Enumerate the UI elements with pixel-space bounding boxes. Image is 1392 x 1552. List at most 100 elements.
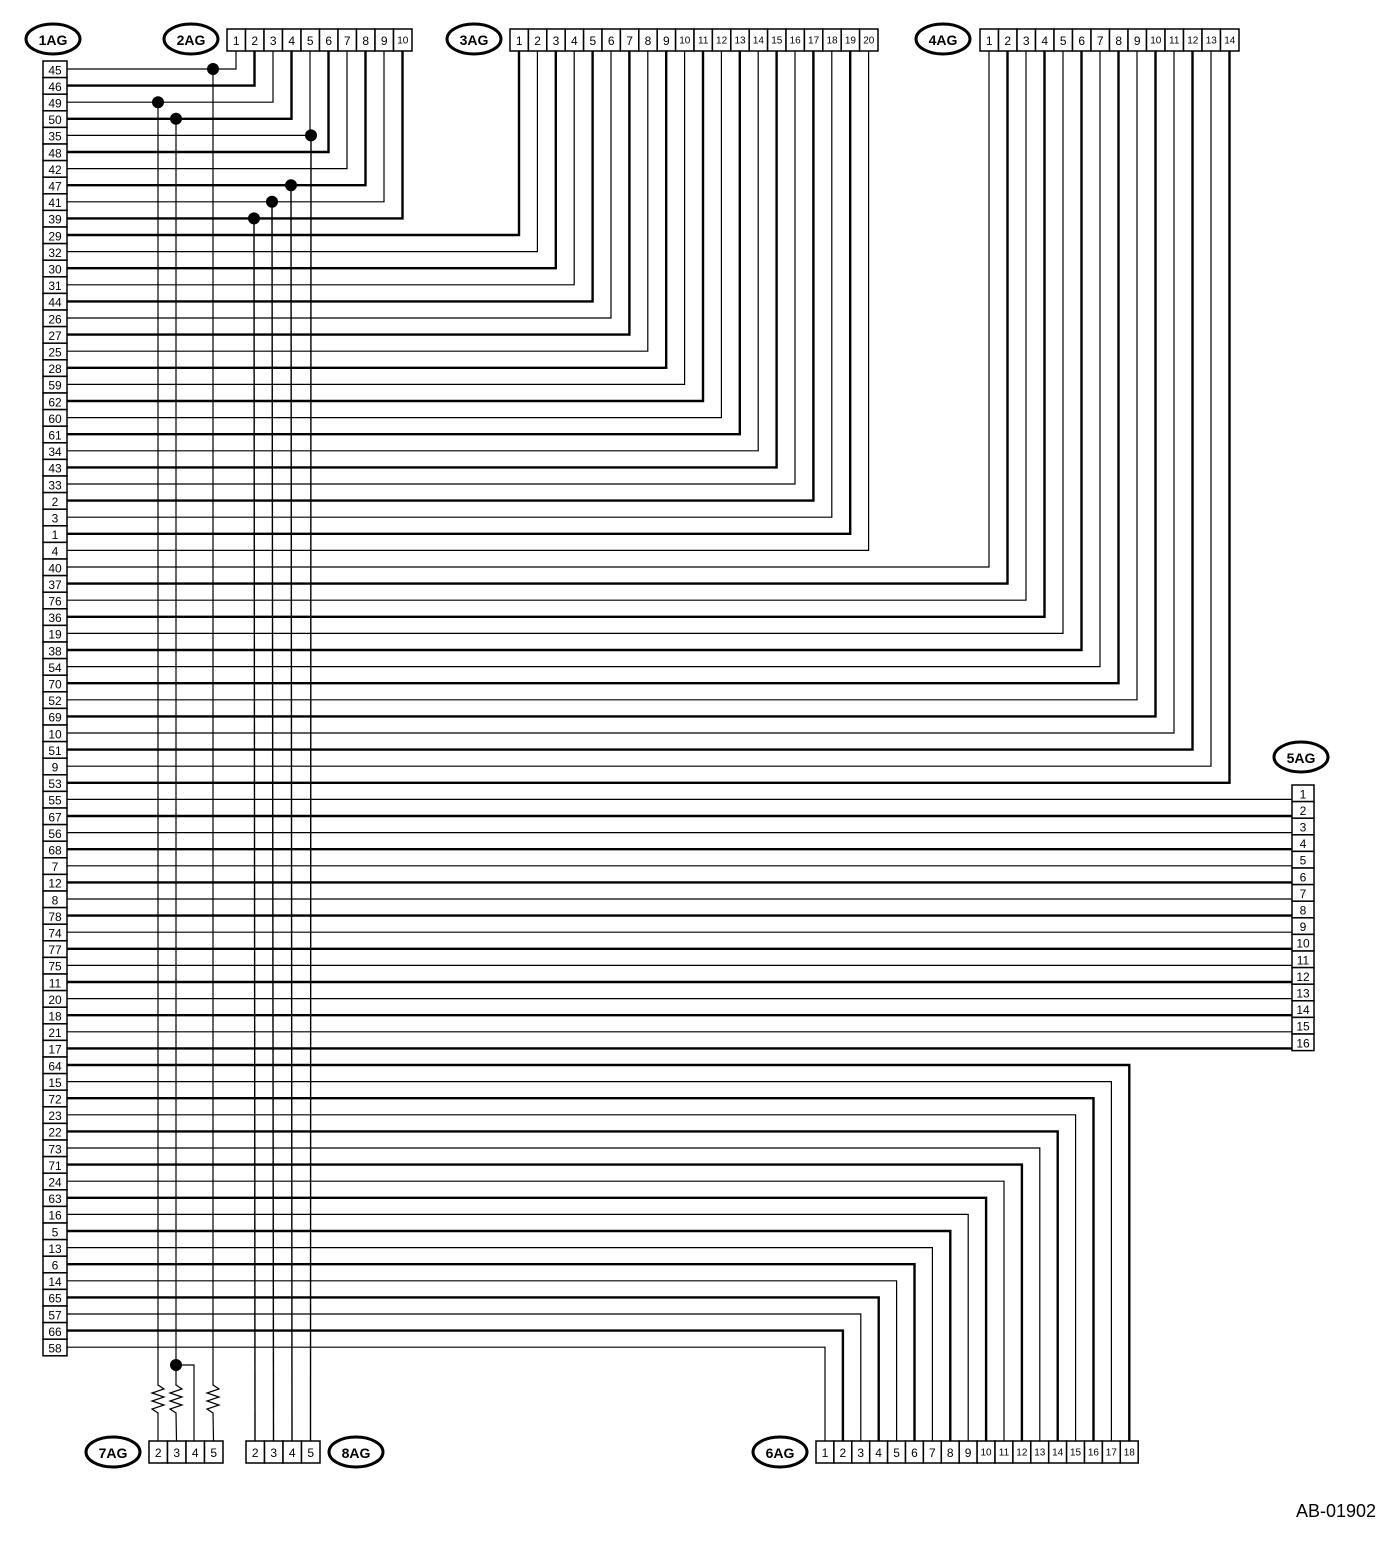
connector-7ag-pin-label: 4 [192, 1446, 199, 1460]
splice-dot [285, 179, 297, 192]
connector-1ag-pin-label: 4 [52, 545, 59, 559]
splice-dot [305, 129, 317, 142]
connector-2ag-pin-label: 4 [288, 34, 295, 48]
connector-3ag-pin-label: 13 [734, 36, 746, 47]
connector-3ag-pin-label: 17 [808, 36, 820, 47]
connector-1ag-pin-label: 78 [48, 910, 62, 924]
connector-1ag-pin-label: 37 [48, 578, 62, 592]
connector-1ag-pin-label: 58 [48, 1342, 62, 1356]
connector-6ag-pin-label: 4 [875, 1446, 882, 1460]
connector-6ag-pin-label: 6 [911, 1446, 918, 1460]
connector-3ag-pin-label: 9 [663, 34, 670, 48]
wire-1ag-3ag [67, 51, 575, 286]
wire-1ag-2ag [67, 51, 367, 187]
wire-1ag-6ag [67, 1313, 862, 1441]
connector-1ag-pin-label: 42 [48, 163, 62, 177]
connector-4ag-pin-label: 12 [1187, 36, 1199, 47]
connector-2ag-pin-label: 2 [251, 34, 258, 48]
connector-1ag-pin-label: 28 [48, 362, 62, 376]
wire-1ag-6ag [67, 1063, 1131, 1441]
wire-1ag-6ag [67, 1329, 845, 1441]
connector-1ag-pin-label: 17 [48, 1043, 62, 1057]
connector-4ag-pin-label: 11 [1169, 36, 1180, 47]
connector-5ag-pin-label: 4 [1300, 837, 1307, 851]
connector-7ag-pin-label: 3 [173, 1446, 180, 1460]
wire-1ag-3ag [67, 51, 815, 502]
wire-1ag-3ag [67, 51, 631, 336]
connector-1ag-pin-label: 44 [48, 296, 62, 310]
connector-5ag-pin-label: 13 [1296, 987, 1310, 1001]
connector-1ag-pin-label: 66 [48, 1325, 62, 1339]
connector-1ag-pin-label: 77 [48, 943, 62, 957]
wire-splice-drop [212, 1412, 215, 1442]
wire-1ag-3ag [67, 51, 833, 518]
connector-1ag-label: 1AG [39, 32, 68, 48]
connector-1ag-pin-label: 24 [48, 1176, 62, 1190]
connector-8ag-pin-label: 5 [307, 1446, 314, 1460]
connector-1ag-pin-label: 64 [48, 1059, 62, 1073]
connector-1ag-pin-label: 6 [52, 1259, 59, 1273]
connector-1ag-pin-label: 25 [48, 346, 62, 360]
connector-1ag-pin-label: 35 [48, 130, 62, 144]
connector-1ag-pin-label: 61 [48, 429, 62, 443]
connector-1ag-pin-label: 62 [48, 395, 62, 409]
connector-8ag-pin-label: 2 [252, 1446, 259, 1460]
wire-1ag-6ag [67, 1096, 1095, 1441]
connector-4ag-label: 4AG [929, 32, 958, 48]
connector-1ag-pin-label: 67 [48, 810, 62, 824]
connector-3ag-pin-label: 4 [571, 34, 578, 48]
connector-1ag-pin-label: 32 [48, 246, 62, 260]
connector-2ag-pin-label: 1 [233, 34, 240, 48]
connector-3ag-pin-label: 2 [534, 34, 541, 48]
connector-1ag-pin-label: 36 [48, 611, 62, 625]
connector-1ag-pin-label: 65 [48, 1292, 62, 1306]
connector-5ag-pin-label: 11 [1297, 953, 1310, 967]
connector-1ag-pin-label: 30 [48, 263, 62, 277]
connector-4ag-oval [914, 22, 972, 56]
splice-dot [248, 212, 260, 225]
connector-1ag-pin-label: 19 [48, 628, 62, 642]
wire-1ag-2ag [67, 51, 385, 203]
connector-5ag-pin-label: 8 [1300, 904, 1307, 918]
connector-3ag-pin-label: 8 [645, 34, 652, 48]
connector-1ag-pin-label: 49 [48, 97, 62, 111]
connector-1ag-pin-label: 22 [48, 1126, 62, 1140]
connector-6ag-pin-label: 8 [947, 1446, 954, 1460]
connector-5ag-pin-label: 5 [1300, 854, 1307, 868]
connector-4ag-pin-label: 3 [1023, 34, 1030, 48]
connector-1ag-pin-label: 7 [52, 860, 59, 874]
wire-1ag-4ag [67, 51, 1101, 668]
connector-1ag-pin-label: 75 [48, 960, 62, 974]
connector-8ag-pin-box [300, 1440, 321, 1464]
connector-2ag-pin-box [392, 28, 413, 52]
connector-3ag-pin-label: 7 [626, 34, 633, 48]
connector-6ag-pin-label: 9 [965, 1446, 972, 1460]
connector-6ag-pin-label: 16 [1088, 1448, 1100, 1459]
wire-1ag-3ag [67, 51, 612, 319]
connector-1ag-pin-label: 47 [48, 180, 62, 194]
connector-2ag-pin-label: 8 [362, 34, 369, 48]
connector-1ag-pin-label: 69 [48, 711, 62, 725]
connector-5ag-pin-label: 3 [1300, 821, 1307, 835]
connector-3ag-pin-label: 14 [753, 36, 765, 47]
wire-1ag-3ag [67, 51, 649, 352]
connector-1ag-oval [24, 22, 82, 56]
connector-1ag-pin-label: 57 [48, 1308, 62, 1322]
splice-dot [152, 96, 164, 109]
connector-1ag-pin-label: 76 [48, 595, 62, 609]
wire-1ag-2ag [67, 51, 274, 103]
wire-1ag-2ag [67, 51, 237, 70]
connector-1ag-pin-label: 54 [48, 661, 62, 675]
wire-1ag-3ag [67, 51, 759, 452]
resistor-icon [150, 1384, 166, 1414]
connector-1ag-pin-label: 46 [48, 80, 62, 94]
connector-1ag-pin-label: 50 [48, 113, 62, 127]
wire-1ag-2ag [67, 51, 404, 220]
connector-3ag-pin-label: 10 [679, 36, 691, 47]
connector-1ag-pin-label: 3 [52, 512, 59, 526]
connector-1ag-pin-label: 9 [52, 761, 59, 775]
connector-7ag-label: 7AG [99, 1445, 128, 1461]
wire-1ag-4ag [67, 51, 1157, 718]
connector-2ag-pin-label: 3 [270, 34, 277, 48]
